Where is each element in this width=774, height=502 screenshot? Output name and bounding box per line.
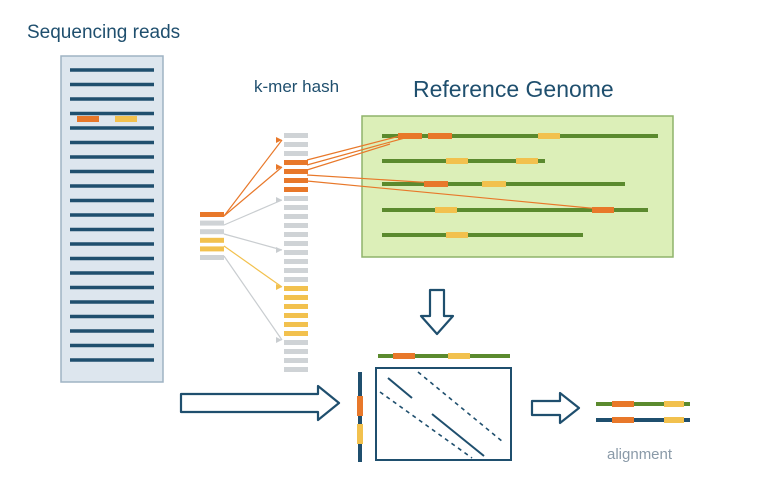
- genome-kmer-yellow: [446, 232, 468, 238]
- connector-arrowhead: [276, 164, 282, 170]
- read-kmer-block: [200, 255, 224, 260]
- connector-arrowhead: [276, 137, 282, 143]
- reference-genome-label: Reference Genome: [413, 76, 614, 102]
- read-kmer-yellow: [115, 116, 137, 122]
- hash-bucket: [284, 358, 308, 363]
- hash-bucket: [284, 322, 308, 327]
- genome-kmer-orange: [428, 133, 452, 139]
- hash-bucket: [284, 340, 308, 345]
- sequencing-reads-label: Sequencing reads: [27, 22, 181, 43]
- sequencing-reads-panel: [60, 55, 164, 383]
- read-bars: [70, 68, 154, 362]
- read-kmer-block: [200, 237, 224, 243]
- hash-bucket: [284, 160, 308, 165]
- hash-to-genome-connectors: [306, 135, 601, 210]
- right-arrow-icon: [179, 384, 341, 422]
- hash-bucket: [284, 223, 308, 228]
- hash-bucket: [284, 205, 308, 210]
- down-arrow-icon: [419, 288, 455, 336]
- alignment-matrix: [375, 367, 512, 461]
- hash-bucket: [284, 151, 308, 156]
- hash-bucket: [284, 196, 308, 201]
- hash-bucket: [284, 331, 308, 336]
- read-kmer-block: [200, 220, 224, 226]
- connector-arrowhead: [276, 337, 282, 343]
- genome-kmer-yellow: [516, 158, 538, 164]
- genome-kmer-yellow: [482, 181, 506, 187]
- hash-bucket: [284, 304, 308, 309]
- read-kmer-block: [200, 246, 224, 252]
- connector-arrowhead: [276, 284, 282, 290]
- hash-bucket: [284, 187, 308, 192]
- hash-bucket: [284, 286, 308, 291]
- genome-contigs: [382, 133, 658, 238]
- alignment-label: alignment: [607, 446, 673, 463]
- genome-kmer-yellow: [538, 133, 560, 139]
- read-kmers: [200, 212, 224, 260]
- genome-kmer-yellow: [446, 158, 468, 164]
- genome-kmer-orange: [424, 181, 448, 187]
- read-kmer-block: [200, 212, 224, 217]
- hash-bucket: [284, 214, 308, 219]
- genome-kmer-yellow: [435, 207, 457, 213]
- hash-bucket: [284, 295, 308, 300]
- hash-bucket: [284, 367, 308, 372]
- matrix-left-sequence: [357, 372, 363, 462]
- hash-bucket: [284, 169, 308, 174]
- connector-arrowhead: [276, 247, 282, 253]
- hash-bucket: [284, 268, 308, 273]
- connector-arrowhead: [276, 197, 282, 203]
- read-kmer-block: [200, 229, 224, 235]
- kmer-hash-column: [284, 133, 308, 372]
- kmer-hash-label: k-mer hash: [254, 77, 340, 96]
- hash-bucket: [284, 241, 308, 246]
- hash-bucket: [284, 250, 308, 255]
- hash-bucket: [284, 142, 308, 147]
- hash-bucket: [284, 232, 308, 237]
- hash-bucket: [284, 133, 308, 138]
- matrix-top-sequence: [378, 353, 510, 359]
- hash-bucket: [284, 313, 308, 318]
- alignment-result: [596, 401, 690, 423]
- hash-bucket: [284, 349, 308, 354]
- small-right-arrow-icon: [530, 391, 581, 425]
- hash-bucket: [284, 277, 308, 282]
- hash-bucket: [284, 259, 308, 264]
- read-kmer-orange: [77, 116, 99, 122]
- genome-kmer-orange: [592, 207, 614, 213]
- connector-arrowheads: [276, 137, 282, 343]
- kmer-to-hash-connectors: [223, 139, 283, 341]
- hash-bucket: [284, 178, 308, 183]
- reference-genome-panel: [361, 115, 674, 258]
